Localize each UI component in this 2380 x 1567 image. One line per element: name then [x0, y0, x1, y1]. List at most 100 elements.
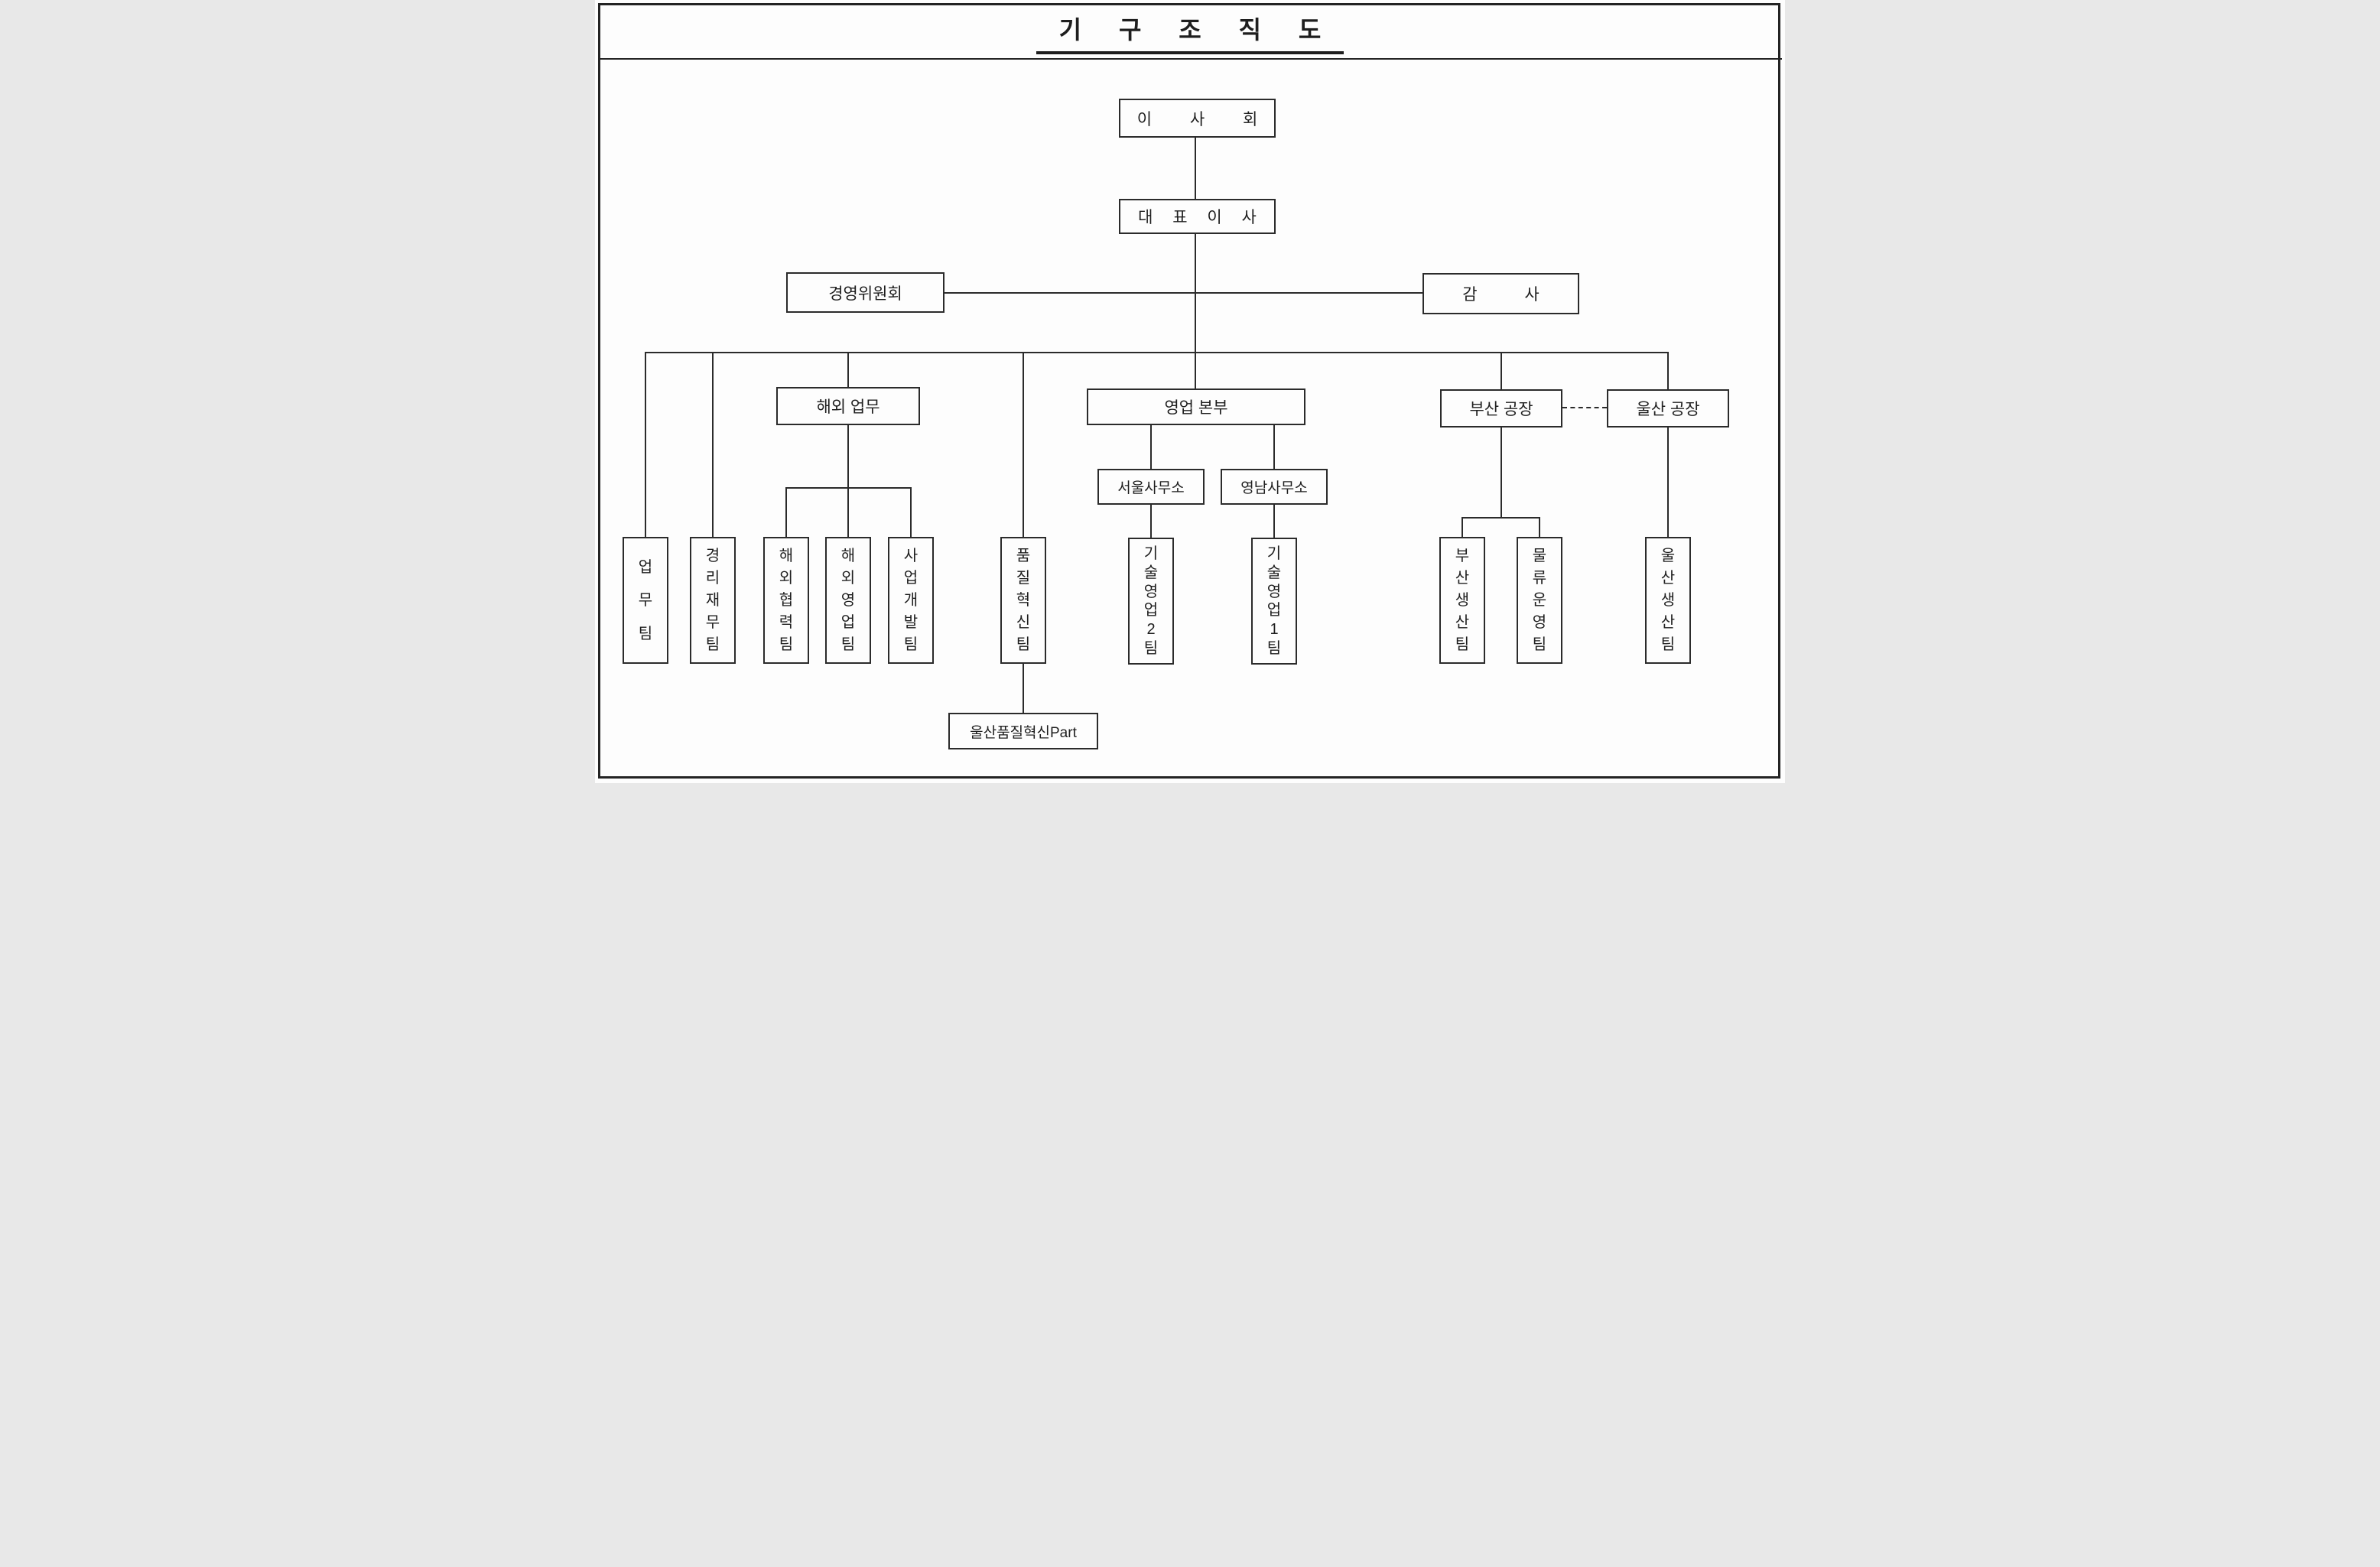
drop-business-team: [645, 352, 646, 537]
team-char: 영: [1143, 583, 1159, 600]
drop-quality-team: [1023, 352, 1024, 537]
team-char: 팀: [779, 636, 794, 653]
team-char: 생: [1660, 592, 1676, 609]
node-label: 감 사: [1462, 286, 1540, 304]
node-busan-plant: 부산 공장: [1440, 389, 1562, 428]
team-char: 울: [1660, 548, 1676, 564]
node-overseas-affairs: 해외 업무: [776, 387, 920, 425]
team-char: 팀: [1660, 636, 1676, 653]
team-char: 업: [903, 570, 919, 587]
team-char: 사: [903, 548, 919, 564]
team-char: 팀: [1016, 636, 1031, 653]
team-char: 경: [705, 548, 720, 564]
team-char: 산: [1660, 570, 1676, 587]
node-ulsan-quality-innovation-part: 울산품질혁신Part: [948, 713, 1098, 749]
drop-tech-sales-1: [1273, 505, 1275, 538]
drop-busan-plant: [1501, 352, 1502, 389]
team-char: 개: [903, 592, 919, 609]
team-char: 질: [1016, 570, 1031, 587]
team-char: 물: [1532, 548, 1547, 564]
team-char: 팀: [1455, 636, 1470, 653]
team-char: 영: [1532, 614, 1547, 631]
drop-biz-dev-team: [910, 487, 912, 537]
team-char: 업: [840, 614, 856, 631]
drop-tech-sales-2: [1150, 505, 1152, 538]
connector-committee-auditor: [945, 292, 1422, 294]
node-auditor: 감 사: [1422, 273, 1579, 314]
node-management-committee: 경영위원회: [786, 272, 945, 313]
team-char: 기: [1266, 545, 1282, 562]
team-char: 팀: [638, 625, 653, 642]
team-overseas-cooperation: 해 외 협 력 팀: [763, 537, 809, 664]
team-char: 신: [1016, 614, 1031, 631]
node-label: 부산 공장: [1469, 401, 1533, 418]
team-business-development: 사 업 개 발 팀: [888, 537, 934, 664]
team-business: 업 무 팀: [623, 537, 668, 664]
connector-main-bus: [645, 352, 1669, 353]
node-ulsan-plant: 울산 공장: [1607, 389, 1729, 428]
title-band: 기 구 조 직 도: [595, 11, 1785, 54]
dashed-link-busan-ulsan: [1562, 407, 1607, 408]
page-title: 기 구 조 직 도: [1036, 11, 1344, 54]
node-label: 울산 공장: [1636, 401, 1700, 418]
team-tech-sales-1: 기 술 영 업 1 팀: [1251, 538, 1297, 665]
team-char: 영: [840, 592, 856, 609]
drop-busan-production-team: [1461, 517, 1463, 537]
node-label: 해외 업무: [816, 398, 880, 416]
busan-tee-bar: [1461, 517, 1540, 519]
team-accounting-finance: 경 리 재 무 팀: [690, 537, 736, 664]
team-char: 술: [1266, 564, 1282, 581]
overseas-tee-stem: [847, 425, 849, 487]
node-label: 경영위원회: [828, 284, 902, 303]
team-char: 팀: [903, 636, 919, 653]
team-char: 1: [1270, 621, 1279, 639]
team-tech-sales-2: 기 술 영 업 2 팀: [1128, 538, 1174, 665]
node-label: 울산품질혁신Part: [970, 724, 1077, 741]
team-overseas-sales: 해 외 영 업 팀: [825, 537, 871, 664]
team-char: 혁: [1016, 592, 1031, 609]
team-char: 업: [1266, 602, 1282, 619]
busan-tee-stem: [1501, 428, 1502, 517]
drop-yeongnam-office: [1273, 425, 1275, 469]
team-char: 팀: [1266, 640, 1282, 658]
org-chart-page: 기 구 조 직 도 이 사 회 대 표 이 사 경영위원회 감 사 해외 업무 …: [595, 0, 1785, 783]
team-char: 류: [1532, 570, 1547, 587]
connector-ceo-trunk: [1195, 234, 1196, 388]
drop-overseas-sales-team: [847, 487, 849, 537]
node-sales-headquarters: 영업 본부: [1087, 388, 1305, 425]
drop-ulsan-plant: [1667, 352, 1669, 389]
team-char: 발: [903, 614, 919, 631]
drop-logistics-team: [1539, 517, 1540, 537]
node-label: 영업 본부: [1164, 399, 1228, 417]
team-char: 외: [779, 570, 794, 587]
node-yeongnam-office: 영남사무소: [1221, 469, 1328, 505]
team-char: 해: [840, 548, 856, 564]
team-busan-production: 부 산 생 산 팀: [1439, 537, 1485, 664]
team-quality-innovation: 품 질 혁 신 팀: [1000, 537, 1046, 664]
node-label: 서울사무소: [1117, 480, 1185, 496]
drop-overseas-affairs: [847, 352, 849, 387]
team-char: 외: [840, 570, 856, 587]
node-board-of-directors: 이 사 회: [1119, 99, 1276, 138]
team-char: 팀: [705, 636, 720, 653]
team-char: 기: [1143, 545, 1159, 562]
team-char: 영: [1266, 583, 1282, 600]
drop-ulsan-production-team: [1667, 428, 1669, 537]
title-separator-line: [598, 58, 1782, 60]
team-ulsan-production: 울 산 생 산 팀: [1645, 537, 1691, 664]
team-char: 해: [779, 548, 794, 564]
team-char: 업: [1143, 602, 1159, 619]
team-char: 재: [705, 592, 720, 609]
node-seoul-office: 서울사무소: [1097, 469, 1205, 505]
team-char: 업: [638, 558, 653, 576]
connector-board-ceo: [1195, 138, 1196, 199]
team-logistics-operation: 물 류 운 영 팀: [1517, 537, 1562, 664]
team-char: 무: [638, 592, 653, 609]
team-char: 리: [705, 570, 720, 587]
team-char: 술: [1143, 564, 1159, 581]
node-label: 이 사 회: [1136, 110, 1275, 128]
team-char: 협: [779, 592, 794, 609]
team-char: 산: [1660, 614, 1676, 631]
team-char: 팀: [1532, 636, 1547, 653]
drop-ulsan-quality-part: [1023, 664, 1024, 713]
